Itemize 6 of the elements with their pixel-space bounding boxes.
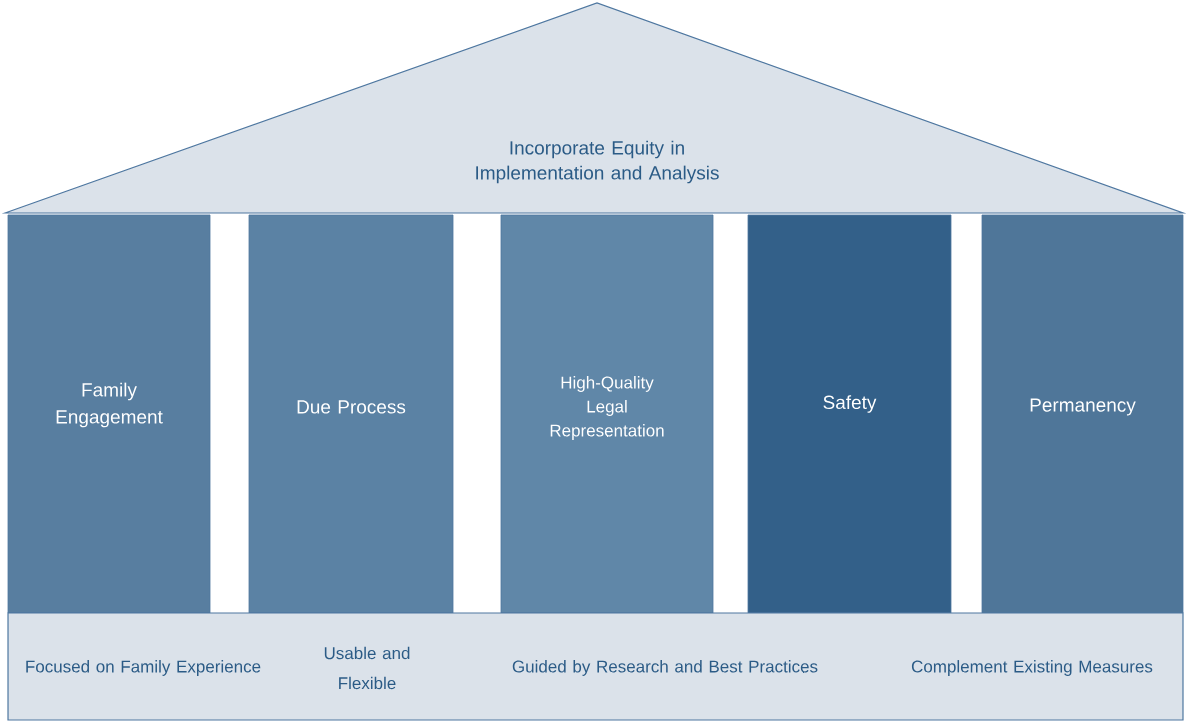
base-box: Focused on Family Experience Usable and Flexible Guided by Research and Best Practices Complement Existing Measures	[7, 612, 1184, 721]
pillar-box: High-Quality Legal Representation	[500, 214, 714, 614]
pillar-box: Permanency	[981, 214, 1184, 614]
pillar-box: Due Process	[248, 214, 454, 614]
pillar-box: Family Engagement	[7, 214, 211, 614]
pillar-box: Safety	[747, 214, 952, 614]
